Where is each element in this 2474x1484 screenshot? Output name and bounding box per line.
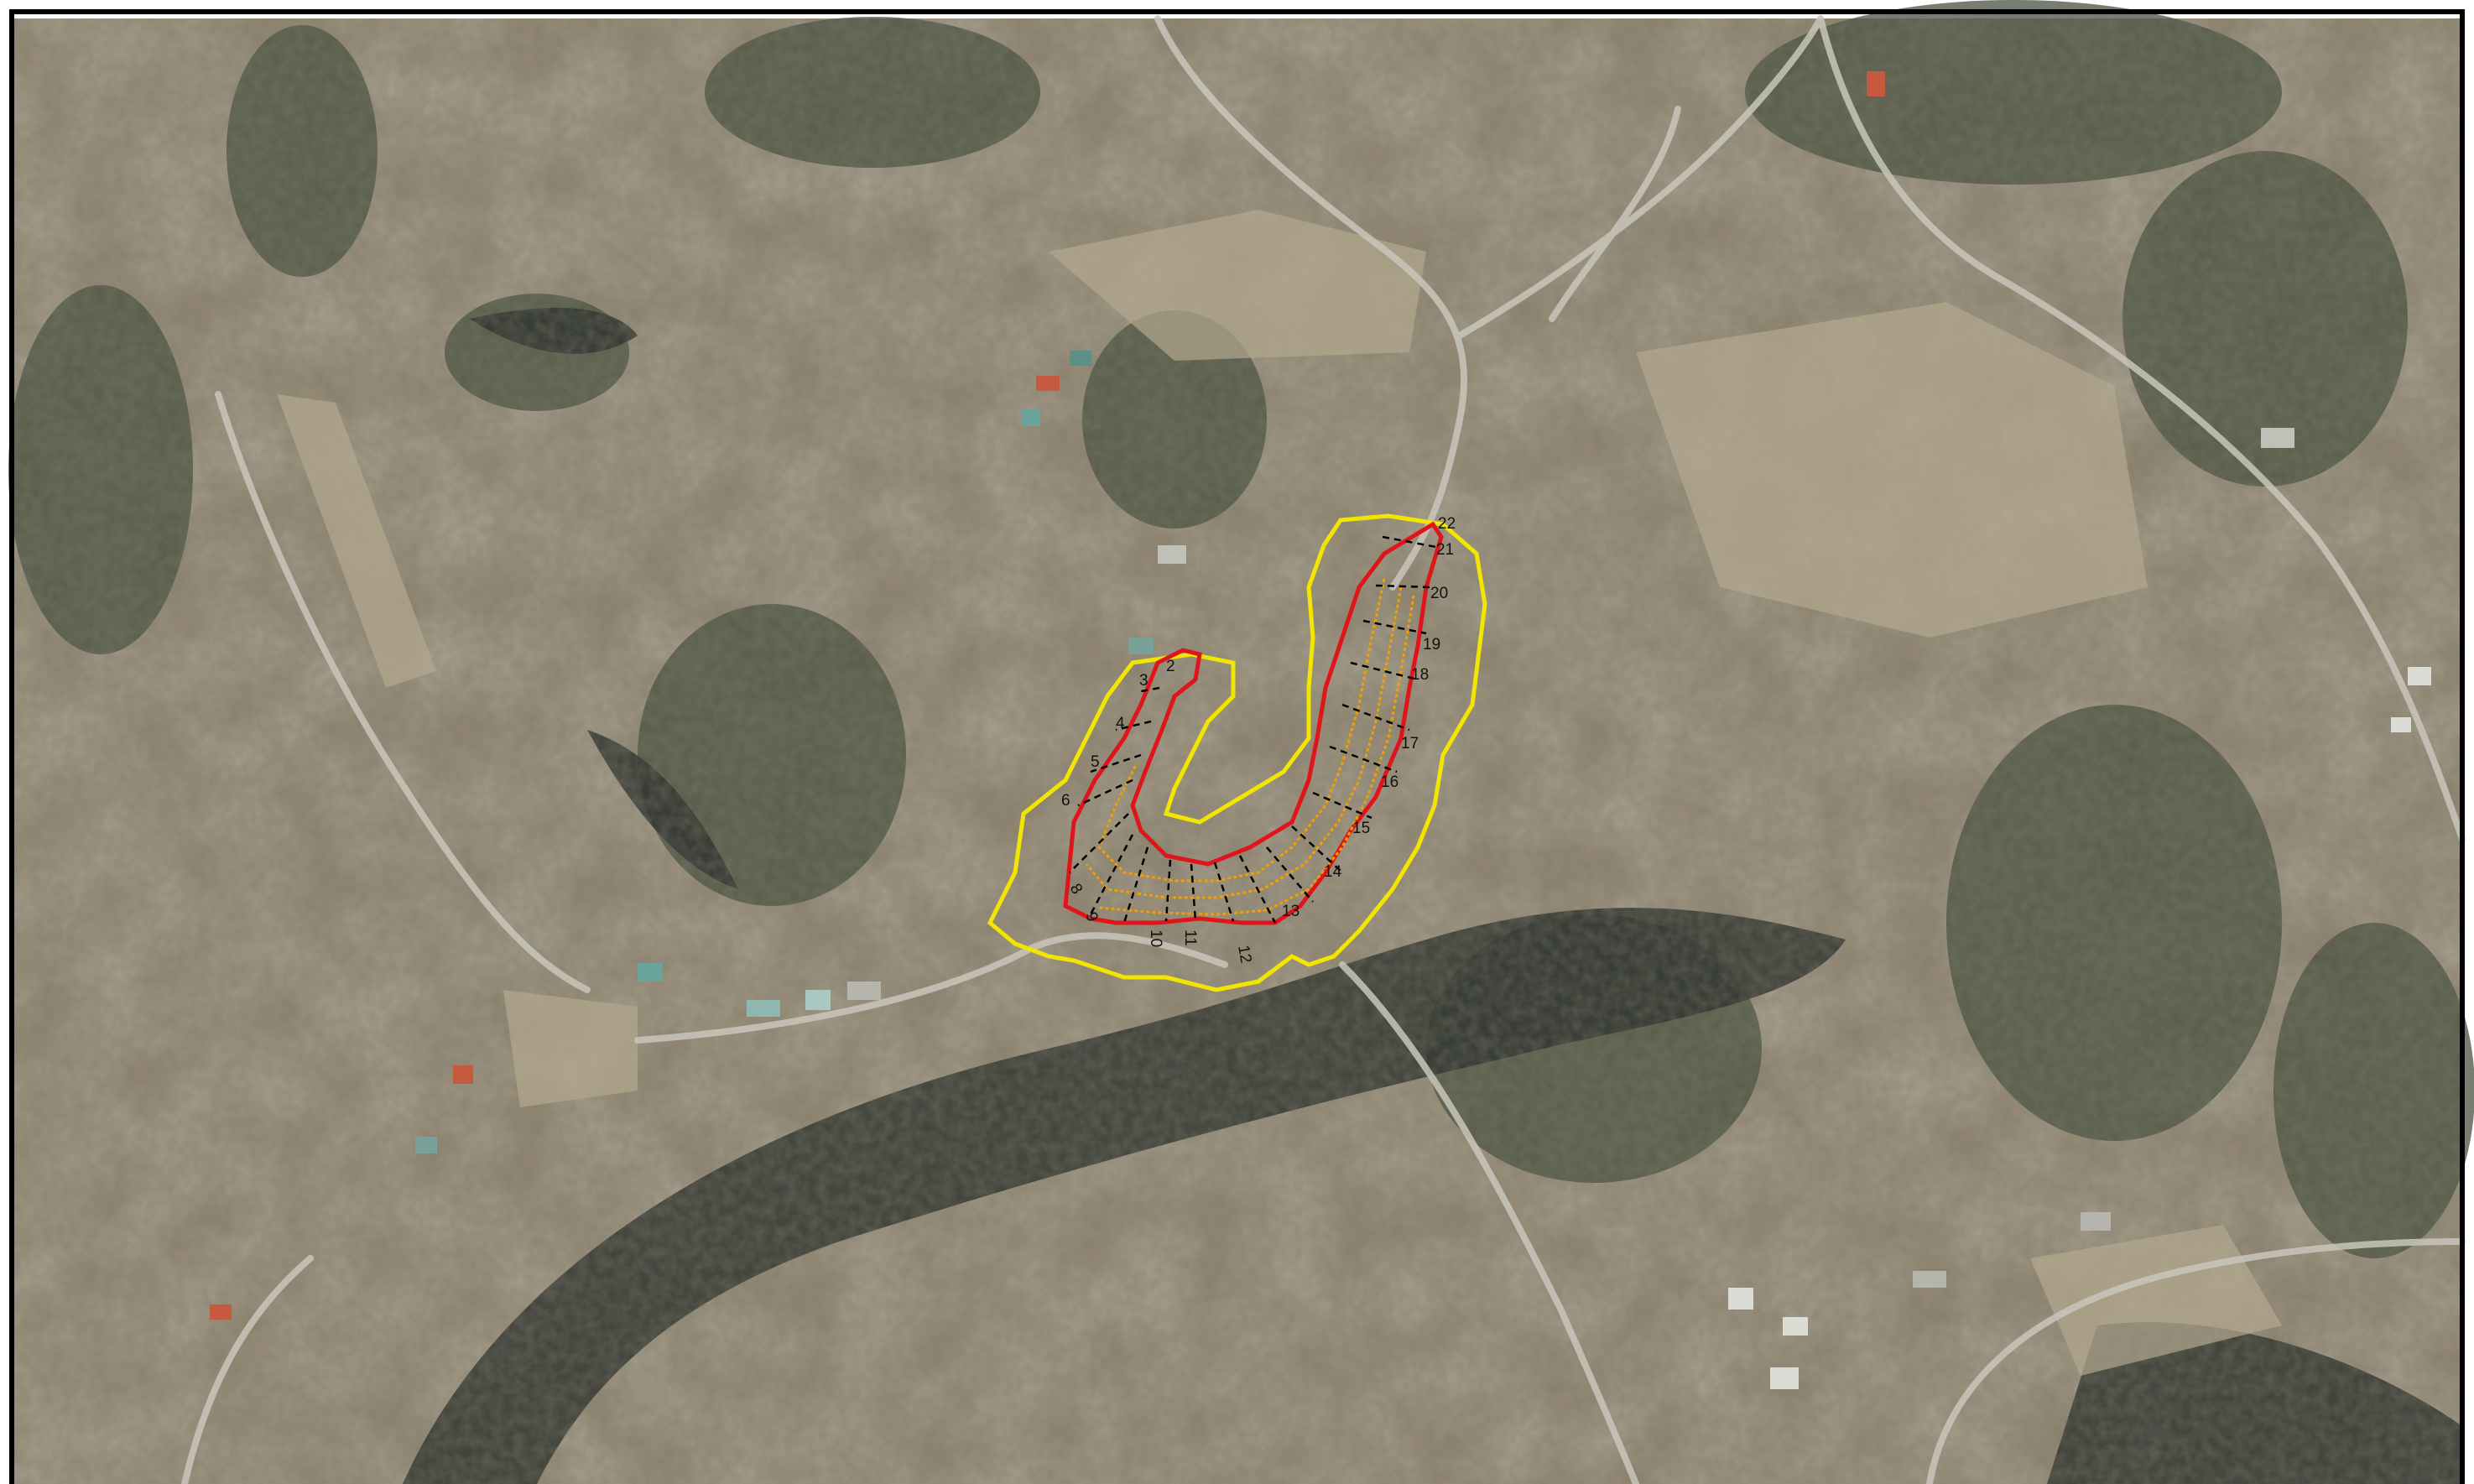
section-label-11: 11 [1181,929,1199,946]
section-label-15: 15 [1352,820,1370,837]
section-label-17: 17 [1401,735,1419,752]
section-label-20: 20 [1430,585,1448,602]
section-label-21: 21 [1436,541,1454,559]
section-label-14: 14 [1324,863,1342,881]
section-label-19: 19 [1423,636,1440,653]
section-label-2: 2 [1166,658,1175,675]
map-border [9,9,2465,1484]
section-lines [1069,535,1437,924]
section-label-22: 22 [1438,515,1456,533]
outer-boundary[interactable] [987,513,1487,992]
roads [181,15,2466,1484]
section-label-13: 13 [1282,903,1300,920]
section-label-12: 12 [1234,944,1254,964]
section-label-10: 10 [1147,929,1164,947]
section-label-5: 5 [1091,753,1100,771]
section-label-6: 6 [1061,792,1070,810]
section-label-3: 3 [1139,672,1148,690]
section-label-4: 4 [1116,715,1125,732]
contour-lines [1085,578,1415,916]
section-label-18: 18 [1411,666,1429,684]
section-label-16: 16 [1381,773,1398,791]
buildings [210,71,2431,1389]
fields [277,210,2282,1376]
